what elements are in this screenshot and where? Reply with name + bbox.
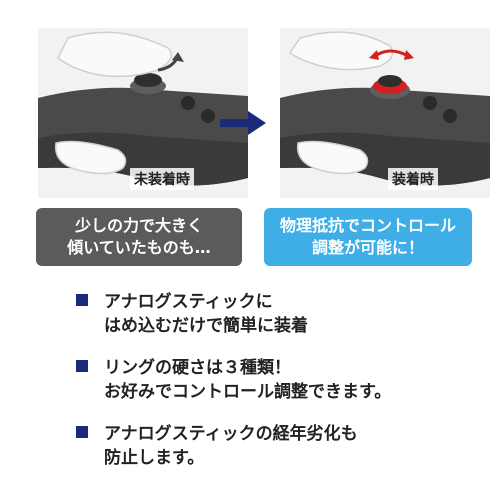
feature-item: リングの硬さは３種類！ お好みでコントロール調整できます。: [76, 356, 486, 404]
after-illustration: 装着時: [280, 28, 490, 198]
feature-line: リングの硬さは３種類！: [104, 358, 291, 378]
after-label: 装着時: [388, 168, 438, 190]
controller-before-image: [38, 28, 248, 198]
bullet-square-icon: [76, 294, 88, 306]
feature-line: アナログスティックに: [104, 292, 273, 312]
bullet-square-icon: [76, 426, 88, 438]
bullet-square-icon: [76, 360, 88, 372]
after-caption-line-1: 物理抵抗でコントロール: [279, 216, 456, 235]
controller-after-image: [280, 28, 490, 198]
feature-line: はめ込むだけで簡単に装着: [104, 316, 308, 336]
before-caption-line-2: 傾いていたものも…: [67, 238, 211, 257]
after-caption-line-2: 調整が可能に！: [311, 238, 424, 257]
feature-item: アナログスティックに はめ込むだけで簡単に装着: [76, 290, 486, 338]
feature-item: アナログスティックの経年劣化も 防止します。: [76, 422, 486, 470]
feature-line: お好みでコントロール調整できます。: [104, 382, 392, 402]
before-label: 未装着時: [130, 168, 194, 190]
before-illustration: 未装着時: [38, 28, 248, 198]
feature-line: アナログスティックの経年劣化も: [104, 424, 358, 444]
before-caption: 少しの力で大きく 傾いていたものも…: [36, 208, 242, 266]
feature-list: アナログスティックに はめ込むだけで簡単に装着 リングの硬さは３種類！ お好みで…: [76, 290, 486, 488]
before-caption-line-1: 少しの力で大きく: [74, 216, 203, 235]
arrow-right-icon: [220, 111, 266, 135]
feature-line: 防止します。: [104, 448, 205, 468]
after-caption: 物理抵抗でコントロール 調整が可能に！: [264, 208, 472, 266]
